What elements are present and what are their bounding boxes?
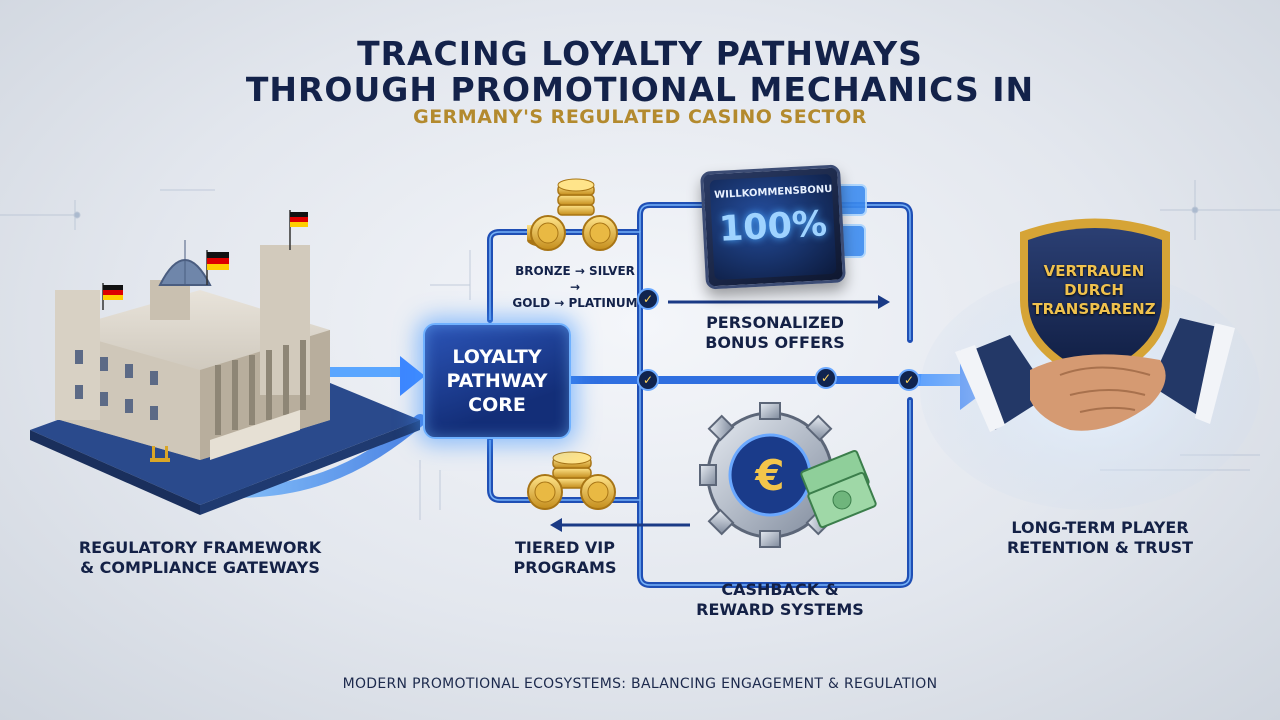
- cashback-line-2: Reward Systems: [696, 600, 864, 619]
- tablet-banner: Willkommensbonus: [713, 183, 837, 202]
- cashback-label: Cashback & Reward Systems: [680, 580, 880, 620]
- subtitle: Germany's Regulated Casino Sector: [413, 106, 867, 128]
- retention-line-2: Retention & Trust: [1006, 538, 1194, 557]
- vip-line-1: Tiered VIP: [515, 538, 615, 557]
- core-line-2: Pathway: [446, 370, 548, 392]
- bonus-label: Personalized Bonus Offers: [680, 313, 870, 353]
- regulatory-line-1: Regulatory Framework: [78, 538, 322, 557]
- checkmark-icon: ✓: [898, 369, 920, 391]
- german-flag-icon: [206, 250, 229, 285]
- checkmark-icon: ✓: [637, 369, 659, 391]
- german-flag-icon: [289, 210, 308, 250]
- core-line-1: Loyalty: [452, 346, 542, 368]
- german-flag-icon: [102, 283, 123, 310]
- regulatory-line-2: & Compliance Gateways: [80, 558, 320, 577]
- footer-caption: Modern Promotional Ecosystems: Balancing…: [342, 676, 938, 692]
- vip-label: Tiered VIP Programs: [490, 538, 640, 578]
- handshake-icon: [955, 318, 1235, 432]
- core-line-3: Core: [468, 394, 526, 416]
- vip-coin-stack-icon: [527, 451, 616, 510]
- loyalty-pathway-core: Loyalty Pathway Core: [423, 323, 571, 439]
- background-circuit-lines: [0, 180, 1280, 520]
- entry-arrow-head: [400, 356, 425, 396]
- title-line-2: Through Promotional Mechanics in: [245, 70, 1035, 109]
- retention-label: Long-Term Player Retention & Trust: [990, 518, 1210, 558]
- cashback-line-1: Cashback &: [721, 580, 839, 599]
- title-line-1: Tracing Loyalty Pathways: [357, 34, 923, 73]
- regulatory-label: Regulatory Framework & Compliance Gatewa…: [40, 538, 360, 578]
- retention-line-1: Long-Term Player: [1011, 518, 1189, 537]
- compliance-gate-icon: [150, 446, 170, 462]
- bonus-arrow-head: [878, 295, 890, 309]
- shield-line-1: Vertrauen: [1043, 262, 1145, 280]
- bonus-percentage: 100%: [717, 204, 829, 250]
- coin-stack-icon: [527, 178, 618, 251]
- tier-progression-label: Bronze → Silver → Gold → Platinum: [510, 263, 640, 311]
- trust-shield-icon: [1020, 218, 1170, 385]
- shield-line-3: Transparenz: [1032, 300, 1156, 318]
- welcome-bonus-tablet: Willkommensbonus 100%: [700, 164, 846, 290]
- tier-line-2: Gold → Platinum: [512, 296, 638, 310]
- bonus-line-1: Personalized: [706, 313, 844, 332]
- reichstag-building-illustration: [30, 210, 420, 515]
- vip-line-2: Programs: [513, 558, 617, 577]
- vip-arrow-head: [550, 518, 562, 532]
- shield-text: Vertrauen durch Transparenz: [1026, 262, 1162, 319]
- shield-line-2: durch: [1064, 281, 1124, 299]
- banknotes-icon: [800, 449, 877, 529]
- svg-text:€: €: [754, 451, 784, 500]
- tier-line-1: Bronze → Silver →: [515, 264, 635, 294]
- checkmark-icon: ✓: [815, 367, 837, 389]
- checkmark-icon: ✓: [637, 288, 659, 310]
- bonus-line-2: Bonus Offers: [705, 333, 845, 352]
